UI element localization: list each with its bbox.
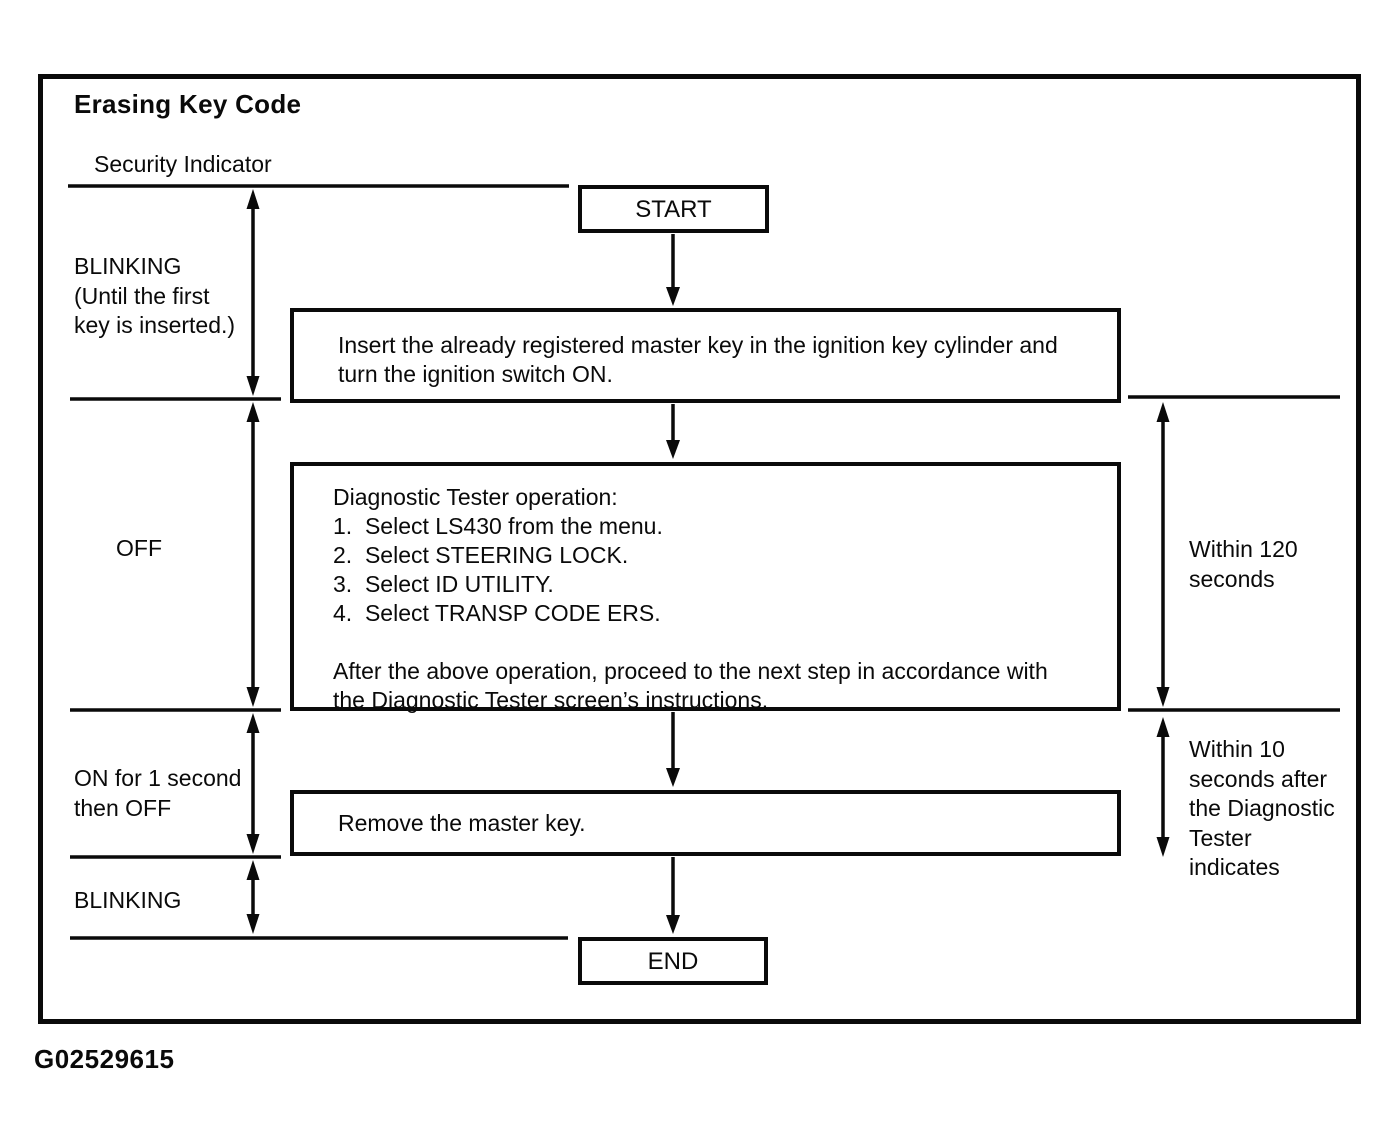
end-node-label: END — [647, 947, 699, 975]
step1-insert-key-node: Insert the already registered master key… — [290, 308, 1121, 403]
security-indicator-axis-label: Security Indicator — [94, 151, 272, 177]
state-label-off: OFF — [116, 535, 162, 561]
figure-code: G02529615 — [34, 1044, 175, 1074]
annotation-within-10-seconds: Within 10 seconds after the Diagnostic T… — [1189, 736, 1335, 880]
end-node: END — [578, 937, 768, 985]
start-node-label: START — [635, 195, 712, 223]
state-label-blinking-end: BLINKING — [74, 887, 182, 913]
step2-footer: After the above operation, proceed to th… — [333, 658, 1048, 713]
state-label-blinking-first: BLINKING (Until the first key is inserte… — [74, 253, 236, 338]
annotation-within-120-seconds: Within 120 seconds — [1189, 536, 1298, 592]
step2-spacer — [333, 628, 1105, 657]
step2-item-3: 3. Select ID UTILITY. — [333, 571, 554, 597]
step2-heading: Diagnostic Tester operation: — [333, 484, 618, 510]
start-node: START — [578, 185, 769, 233]
step2-item-4: 4. Select TRANSP CODE ERS. — [333, 600, 661, 626]
diagram-border — [38, 74, 1361, 1024]
step2-item-1: 1. Select LS430 from the menu. — [333, 513, 663, 539]
state-label-on-then-off: ON for 1 second then OFF — [74, 765, 242, 821]
step3-text: Remove the master key. — [338, 809, 586, 836]
step2-diagnostic-tester-node: Diagnostic Tester operation: 1. Select L… — [290, 462, 1121, 713]
step1-text: Insert the already registered master key… — [338, 332, 1058, 387]
figure-title: Erasing Key Code — [74, 89, 302, 119]
step2-item-2: 2. Select STEERING LOCK. — [333, 542, 629, 568]
step3-remove-key-node: Remove the master key. — [290, 790, 1121, 856]
